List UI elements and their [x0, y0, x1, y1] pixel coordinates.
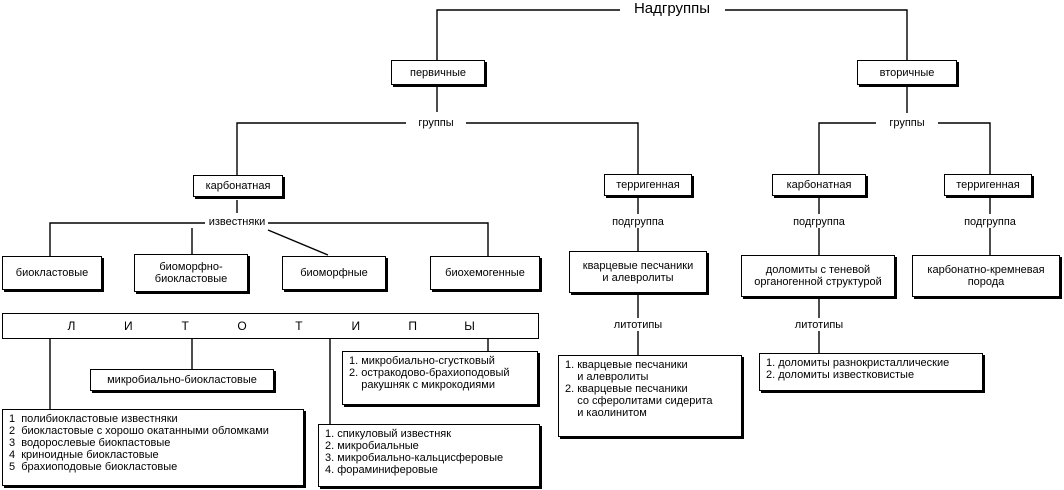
diagram-title: Надгруппы [629, 1, 715, 17]
label-subgroup-sec-carb: подгруппа [793, 216, 845, 228]
list-biochemogenic: 1. микробиально-сгустковый 2. остракодов… [342, 351, 538, 405]
line-groups-split [236, 122, 639, 180]
box-primary-carbonate: карбонатная [193, 175, 283, 197]
lith-letter: И [124, 319, 133, 333]
list-item: 2. доломиты известковистые [766, 369, 915, 381]
lith-letter: П [408, 319, 417, 333]
lith-letter: О [237, 319, 247, 333]
list-item: 2. микробиальные [325, 440, 419, 452]
list-item: 1. микробиально-сгустковый [349, 355, 495, 367]
list-item: 1 полибиокластовые известняки [9, 413, 178, 425]
line-sec-split [818, 122, 991, 174]
list-item: 5 брахиоподовые биокластовые [9, 461, 178, 473]
label-subgroup-sec-terr: подгруппа [964, 216, 1016, 228]
box-dolomites: доломиты с теневой органогенной структур… [741, 255, 895, 297]
list-item: и каолинитом [565, 407, 647, 419]
list-terr-lithotypes: 1. кварцевые песчаники и алевролиты 2. к… [558, 355, 742, 437]
box-biochemogenic: биохемогенные [430, 256, 540, 290]
list-item: 1. кварцевые песчаники [565, 359, 688, 371]
list-item: 2 биокластовые с хорошо окатанными облом… [9, 425, 269, 437]
label-groups-secondary: группы [889, 117, 925, 129]
lith-letter: Т [181, 319, 189, 333]
label-subgroup-primary: подгруппа [612, 216, 664, 228]
lith-letter: И [351, 319, 361, 333]
box-primary: первичные [391, 60, 485, 85]
line-top-right [725, 9, 908, 60]
label-limestones: известняки [208, 216, 266, 228]
list-biomorphic: 1. спикуловый известняк 2. микробиальные… [318, 424, 540, 487]
box-carbonate-siliceous: карбонатно-кремневая порода [912, 255, 1060, 297]
list-item: 1. спикуловый известняк [325, 428, 452, 440]
box-secondary: вторичные [857, 60, 957, 85]
list-item: 3. микробиально-кальцисферовые [325, 452, 504, 464]
box-biomorphic-bioclastic: биоморфно-биокластовые [134, 254, 248, 292]
box-primary-terrigenous: терригенная [604, 174, 692, 196]
box-microbial-bioclastic: микробиально-биокластовые [90, 369, 274, 391]
box-secondary-terrigenous: терригенная [944, 174, 1032, 196]
line-limestones-bmorph [267, 229, 329, 256]
lith-letter: Ы [464, 319, 475, 333]
list-item: ракушняк с микрокодиями [349, 379, 495, 391]
label-lithotypes-primary: литотипы [613, 319, 663, 331]
list-item: со сферолитами сидерита [565, 395, 713, 407]
box-bioclastic: биокластовые [2, 256, 102, 290]
line-limestones-split [49, 222, 489, 263]
list-item: 3 водорослевые биокпастовые [9, 437, 171, 449]
line-top-left [436, 9, 620, 60]
lith-letter: Л [67, 319, 76, 333]
list-item: 1. доломиты разнокристаллические [766, 357, 950, 369]
box-quartz-sandstones: кварцевые песчаники и алевролиты [569, 251, 707, 293]
box-secondary-carbonate: карбонатная [772, 174, 866, 196]
list-item: 2. остракодово-брахиоподовый [349, 367, 510, 379]
list-bioclastic: 1 полибиокластовые известняки 2 биокласт… [2, 409, 304, 486]
list-item: 2. кварцевые песчаники [565, 383, 688, 395]
label-lithotypes-secondary: литотипы [794, 319, 844, 331]
box-biomorphic: биоморфные [282, 256, 386, 290]
list-item: 4. фораминиферовые [325, 464, 438, 476]
label-groups-primary: группы [418, 117, 454, 129]
list-dolomite-lithotypes: 1. доломиты разнокристаллические 2. доло… [759, 353, 983, 391]
lith-letter: Т [295, 319, 303, 333]
list-item: и алевролиты [565, 371, 649, 383]
lithotypes-bar: Л И Т О Т И П Ы [2, 313, 539, 339]
list-item: 4 криноидные биокластовые [9, 449, 159, 461]
